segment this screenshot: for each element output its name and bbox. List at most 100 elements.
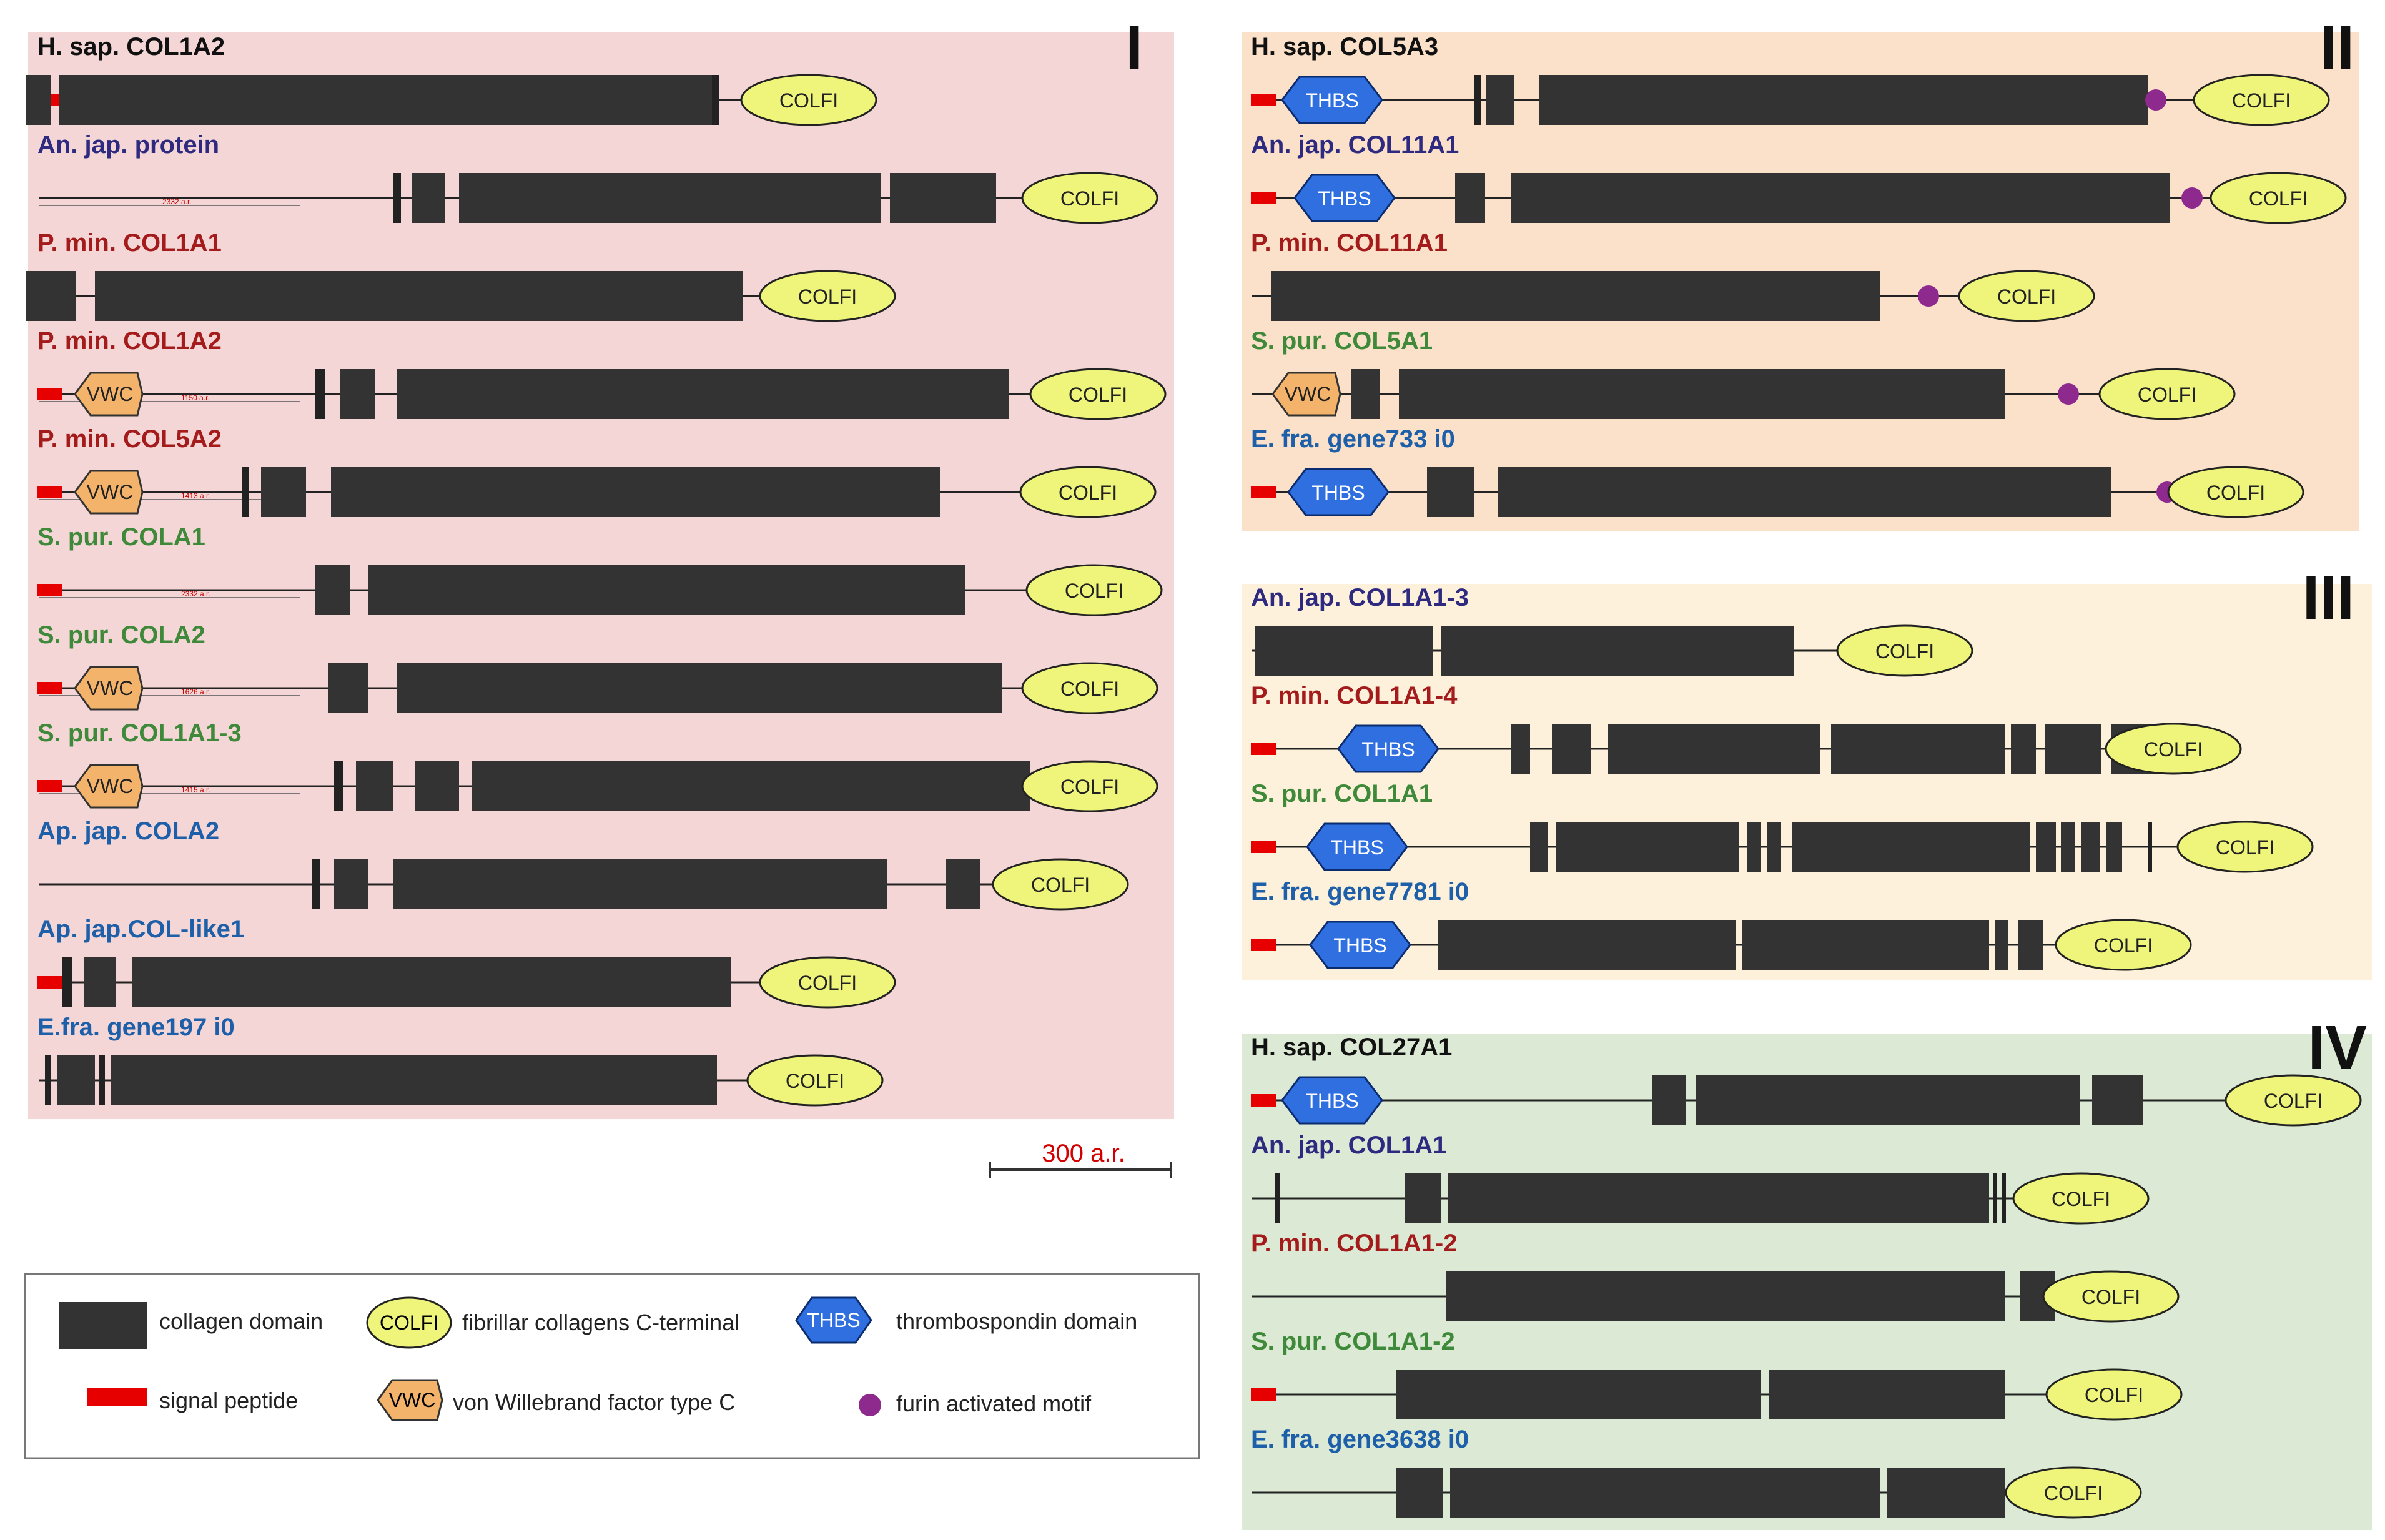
legend-collagen-label: collagen domain (159, 1308, 323, 1334)
colfi-domain (1021, 760, 1158, 812)
collagen-block (2061, 822, 2075, 872)
colfi-domain (2098, 368, 2236, 420)
collagen-block (397, 663, 1002, 713)
gene-name: H. sap. COL1A2 (37, 33, 225, 61)
span-label: 2332 a.r. (162, 197, 192, 206)
colfi-domain (1958, 270, 2095, 322)
gene-name: P. min. COL5A2 (37, 425, 222, 453)
gene-name: S. pur. COL1A1-2 (1251, 1328, 1455, 1355)
vwc-domain (74, 372, 144, 417)
furin-motif (2058, 383, 2079, 405)
collagen-block (57, 1055, 95, 1105)
colfi-label: COLFI (1065, 580, 1123, 602)
thbs-label: THBS (1318, 187, 1371, 210)
collagen-block (1396, 1370, 1761, 1419)
gene-name: S. pur. COL5A1 (1251, 327, 1433, 355)
signal-peptide (37, 976, 62, 989)
collagen-block (340, 369, 375, 419)
thbs-label: THBS (1305, 1090, 1358, 1112)
collagen-block (1450, 1468, 1880, 1518)
collagen-block (132, 957, 731, 1007)
collagen-block (1396, 1468, 1443, 1518)
thbs-domain (1337, 724, 1439, 773)
collagen-block (890, 173, 996, 223)
colfi-domain (1836, 624, 1973, 677)
collagen-block (1486, 75, 1514, 125)
colfi-domain (1021, 172, 1158, 224)
vwc-label: VWC (87, 481, 134, 503)
collagen-block (1448, 1173, 1989, 1223)
exon-bar (712, 75, 719, 125)
exon-bar (1474, 75, 1481, 125)
span-label: 1413 a.r. (181, 491, 210, 500)
colfi-domain (740, 74, 877, 126)
exon-bar (312, 859, 320, 909)
colfi-domain (1019, 466, 1157, 518)
colfi-domain (2105, 723, 2242, 775)
vwc-label: VWC (87, 383, 134, 405)
legend: collagen domain COLFI fibrillar collagen… (24, 1273, 1200, 1459)
collagen-block (2011, 724, 2036, 774)
signal-peptide (37, 780, 62, 792)
furin-motif (2145, 89, 2166, 111)
collagen-block (397, 369, 1009, 419)
legend-colfi-text: COLFI (380, 1311, 438, 1334)
legend-signal-swatch (87, 1388, 147, 1406)
furin-motif (1918, 285, 1939, 307)
collagen-block (328, 663, 368, 713)
colfi-label: COLFI (779, 89, 838, 112)
collagen-block (261, 467, 306, 517)
signal-peptide (37, 584, 62, 596)
collagen-block (1405, 1173, 1441, 1223)
gene-name: H. sap. COL5A3 (1251, 33, 1438, 61)
span-label: 1415 a.r. (181, 786, 210, 794)
exon-bar (1275, 1173, 1280, 1223)
colfi-domain (2005, 1466, 2142, 1519)
exon-bar (1993, 1173, 1997, 1223)
collagen-block (1747, 822, 1761, 872)
signal-peptide (1251, 939, 1276, 951)
colfi-domain (759, 270, 896, 322)
collagen-block (1351, 369, 1380, 419)
thbs-domain (1281, 1076, 1383, 1125)
colfi-label: COLFI (2052, 1188, 2110, 1210)
colfi-domain (2012, 1172, 2150, 1225)
colfi-domain (2225, 1074, 2362, 1127)
gene-name: S. pur. COLA1 (37, 523, 205, 551)
colfi-label: COLFI (1875, 640, 1934, 663)
furin-motif (2181, 187, 2203, 209)
gene-name: E. fra. gene3638 i0 (1251, 1426, 1469, 1453)
colfi-label: COLFI (1060, 187, 1119, 210)
colfi-domain (2193, 74, 2330, 126)
collagen-block (1552, 724, 1591, 774)
colfi-domain (2176, 821, 2314, 873)
signal-peptide (37, 486, 62, 498)
signal-peptide (1251, 743, 1276, 755)
vwc-label: VWC (87, 677, 134, 699)
signal-peptide (1251, 1094, 1276, 1107)
thbs-domain (1293, 174, 1396, 222)
colfi-label: COLFI (2044, 1482, 2103, 1504)
exon-bar (2002, 1173, 2006, 1223)
panel-III-label: III (2303, 563, 2354, 633)
gene-name: E. fra. gene733 i0 (1251, 425, 1455, 453)
signal-peptide (1251, 94, 1276, 106)
collagen-block (1539, 75, 2148, 125)
collagen-block (1652, 1075, 1686, 1125)
exon-bar (393, 173, 401, 223)
exon-bar (62, 957, 72, 1007)
collagen-block (1831, 724, 2005, 774)
vwc-label: VWC (87, 775, 134, 797)
collagen-block (1511, 724, 1530, 774)
thbs-label: THBS (1361, 738, 1415, 761)
